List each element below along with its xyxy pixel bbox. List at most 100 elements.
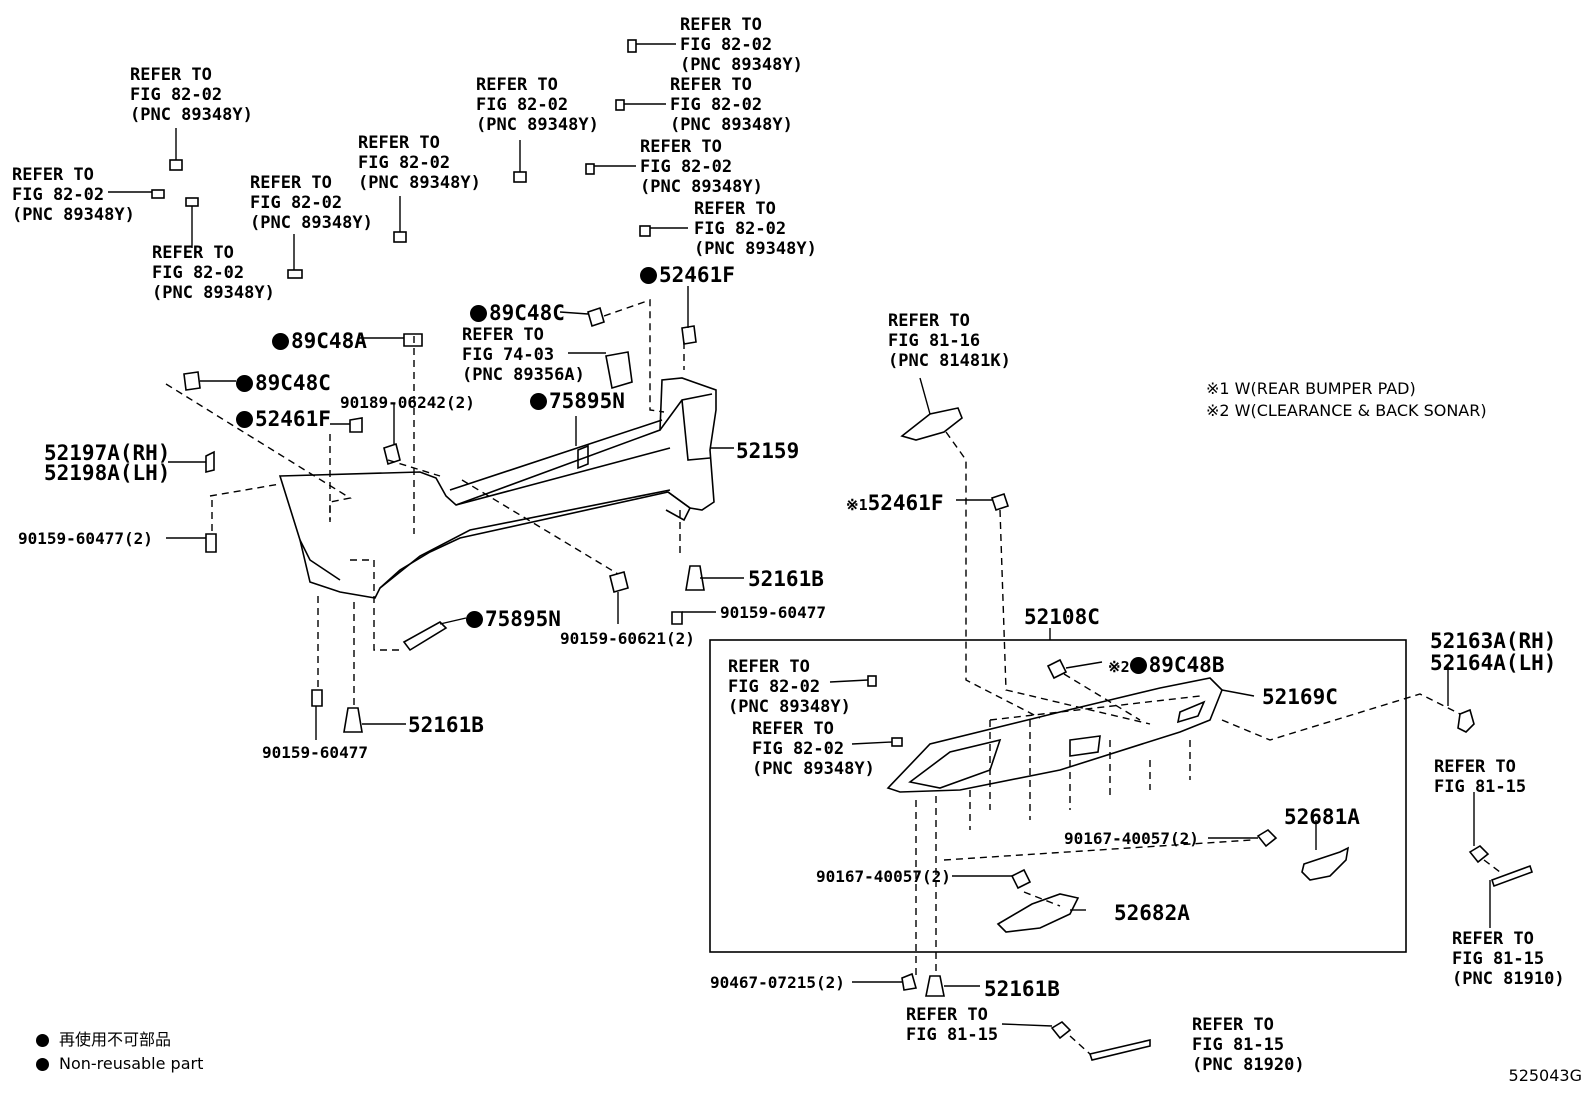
- part-52161B-left[interactable]: 52161B: [408, 713, 484, 737]
- refer-fig: FIG 82-02: [694, 219, 787, 239]
- part-52197A-rh[interactable]: 52197A(RH): [44, 441, 171, 465]
- clip-89348Y-4: [639, 225, 651, 237]
- part-90189-06242[interactable]: 90189-06242(2): [340, 393, 475, 412]
- part-75895N-top[interactable]: 75895N: [530, 390, 625, 412]
- refer-fig: FIG 74-03: [462, 345, 555, 365]
- refer-line: REFER TO: [680, 15, 762, 35]
- part-90467-07215[interactable]: 90467-07215(2): [710, 973, 845, 992]
- reflector-75895N-bot: [402, 621, 448, 652]
- refer-fig: FIG 81-16: [888, 331, 981, 351]
- refer-label: REFER TO: [1452, 929, 1534, 949]
- refer-label: REFER TO: [358, 133, 440, 153]
- refer-label: REFER TO: [12, 165, 94, 185]
- part-52161B-bot[interactable]: 52161B: [984, 977, 1060, 1001]
- screw-90159-60477-bot: [311, 689, 323, 707]
- part-52461F-left[interactable]: 52461F: [236, 408, 331, 430]
- refer-fig: FIG 82-02: [358, 153, 451, 173]
- refer-pnc: (PNC 89348Y): [476, 115, 599, 135]
- grommet-bottom: [1050, 1020, 1072, 1040]
- part-52461F-top[interactable]: 52461F: [640, 264, 735, 286]
- refer-pnc: (PNC 81910): [1452, 969, 1565, 989]
- retainer-52161B-mid: [685, 565, 705, 591]
- refer-label: REFER TO: [130, 65, 212, 85]
- part-52198A-lh[interactable]: 52198A(LH): [44, 461, 171, 485]
- side-pad-lh: [996, 893, 1080, 933]
- refer-fig: FIG 81-15: [906, 1025, 999, 1045]
- refer-pnc: (PNC 89348Y): [694, 239, 817, 259]
- note2-mark: ※2: [1108, 658, 1130, 676]
- refer-fig: FIG 82-02: [130, 85, 223, 105]
- part-52161B-mid[interactable]: 52161B: [748, 567, 824, 591]
- part-89C48C-top[interactable]: 89C48C: [470, 302, 565, 324]
- retainer-52161B-left: [343, 707, 363, 733]
- refer-label: REFER TO: [888, 311, 970, 331]
- refer-pnc: (PNC 89348Y): [130, 105, 253, 125]
- retainer-52681A: [1256, 828, 1278, 848]
- non-reusable-dot-icon: [530, 393, 547, 410]
- part-90167-40057-b[interactable]: 90167-40057(2): [816, 867, 951, 886]
- refer-label: REFER TO: [640, 137, 722, 157]
- part-52461F-right[interactable]: ※152461F: [846, 491, 944, 515]
- non-reusable-dot-icon: [470, 305, 487, 322]
- refer-pnc: (PNC 81920): [1192, 1055, 1305, 1075]
- refer-label: REFER TO: [1434, 757, 1516, 777]
- reflector-75895N-top: [577, 444, 589, 470]
- refer-label: REFER TO: [752, 719, 834, 739]
- part-90159-60477-2[interactable]: 90159-60477(2): [18, 529, 153, 548]
- retainer-52161B-bot: [925, 975, 945, 997]
- reflector-52163A: [1457, 708, 1475, 733]
- part-90159-60621[interactable]: 90159-60621(2): [560, 629, 695, 648]
- clip-89348Y-12: [891, 737, 903, 747]
- refer-pnc: (PNC 89348Y): [752, 759, 875, 779]
- refer-label: REFER TO: [694, 199, 776, 219]
- legend-jp-text: 再使用不可部品: [59, 1030, 172, 1049]
- note-rear-bumper-pad: ※1 W(REAR BUMPER PAD): [1206, 379, 1416, 398]
- clip-89348Y-11: [867, 675, 877, 687]
- note-clearance-sonar: ※2 W(CLEARANCE & BACK SONAR): [1206, 401, 1487, 420]
- refer-fig: FIG 82-02: [152, 263, 245, 283]
- refer-pnc: (PNC 89348Y): [250, 213, 373, 233]
- leader-lines: [108, 43, 1491, 1027]
- part-90167-40057-a[interactable]: 90167-40057(2): [1064, 829, 1199, 848]
- part-52169C[interactable]: 52169C: [1262, 685, 1338, 709]
- refer-pnc: (PNC 89348Y): [152, 283, 275, 303]
- refer-fig: FIG 81-15: [1452, 949, 1545, 969]
- clip-52461F-left: [349, 417, 363, 433]
- clip-52461F-top: [681, 325, 697, 345]
- refer-fig: FIG 82-02: [250, 193, 343, 213]
- refer-label: REFER TO: [152, 243, 234, 263]
- rear-bumper-step-pad: [886, 677, 1223, 793]
- part-89C48A[interactable]: 89C48A: [272, 330, 367, 352]
- part-52163A-rh[interactable]: 52163A(RH): [1430, 629, 1557, 653]
- refer-fig: FIG 82-02: [640, 157, 733, 177]
- clip-89348Y-9: [151, 189, 165, 199]
- part-90159-60477-mid[interactable]: 90159-60477: [720, 603, 826, 622]
- part-52164A-lh[interactable]: 52164A(LH): [1430, 651, 1557, 675]
- clip-89348Y-7: [287, 269, 303, 279]
- part-52108C[interactable]: 52108C: [1024, 605, 1100, 629]
- part-52159[interactable]: 52159: [736, 439, 800, 463]
- part-52681A[interactable]: 52681A: [1284, 805, 1360, 829]
- non-reusable-dot-icon: [36, 1033, 49, 1047]
- part-75895N-bot[interactable]: 75895N: [466, 608, 561, 630]
- part-52682A[interactable]: 52682A: [1114, 901, 1190, 925]
- nut-90167-a: [1010, 868, 1032, 890]
- part-89C48C-left[interactable]: 89C48C: [236, 372, 331, 394]
- part-90159-60477-bot[interactable]: 90159-60477: [262, 743, 368, 762]
- clip-89348Y-6: [393, 231, 407, 243]
- refer-pnc: (PNC 89348Y): [728, 697, 851, 717]
- refer-label: REFER TO: [476, 75, 558, 95]
- grommet-81-15: [1468, 844, 1490, 864]
- refer-pnc: (PNC 89348Y): [670, 115, 793, 135]
- refer-fig: FIG 82-02: [680, 35, 773, 55]
- non-reusable-dot-icon: [36, 1057, 49, 1071]
- side-pad-rh: [1301, 846, 1350, 881]
- legend-en-text: Non-reusable part: [59, 1054, 204, 1073]
- non-reusable-dot-icon: [1129, 657, 1147, 674]
- clip-89C48A: [403, 333, 423, 347]
- legend-row-en: Non-reusable part: [36, 1052, 203, 1076]
- refer-label: REFER TO: [250, 173, 332, 193]
- refer-fig: FIG 82-02: [728, 677, 821, 697]
